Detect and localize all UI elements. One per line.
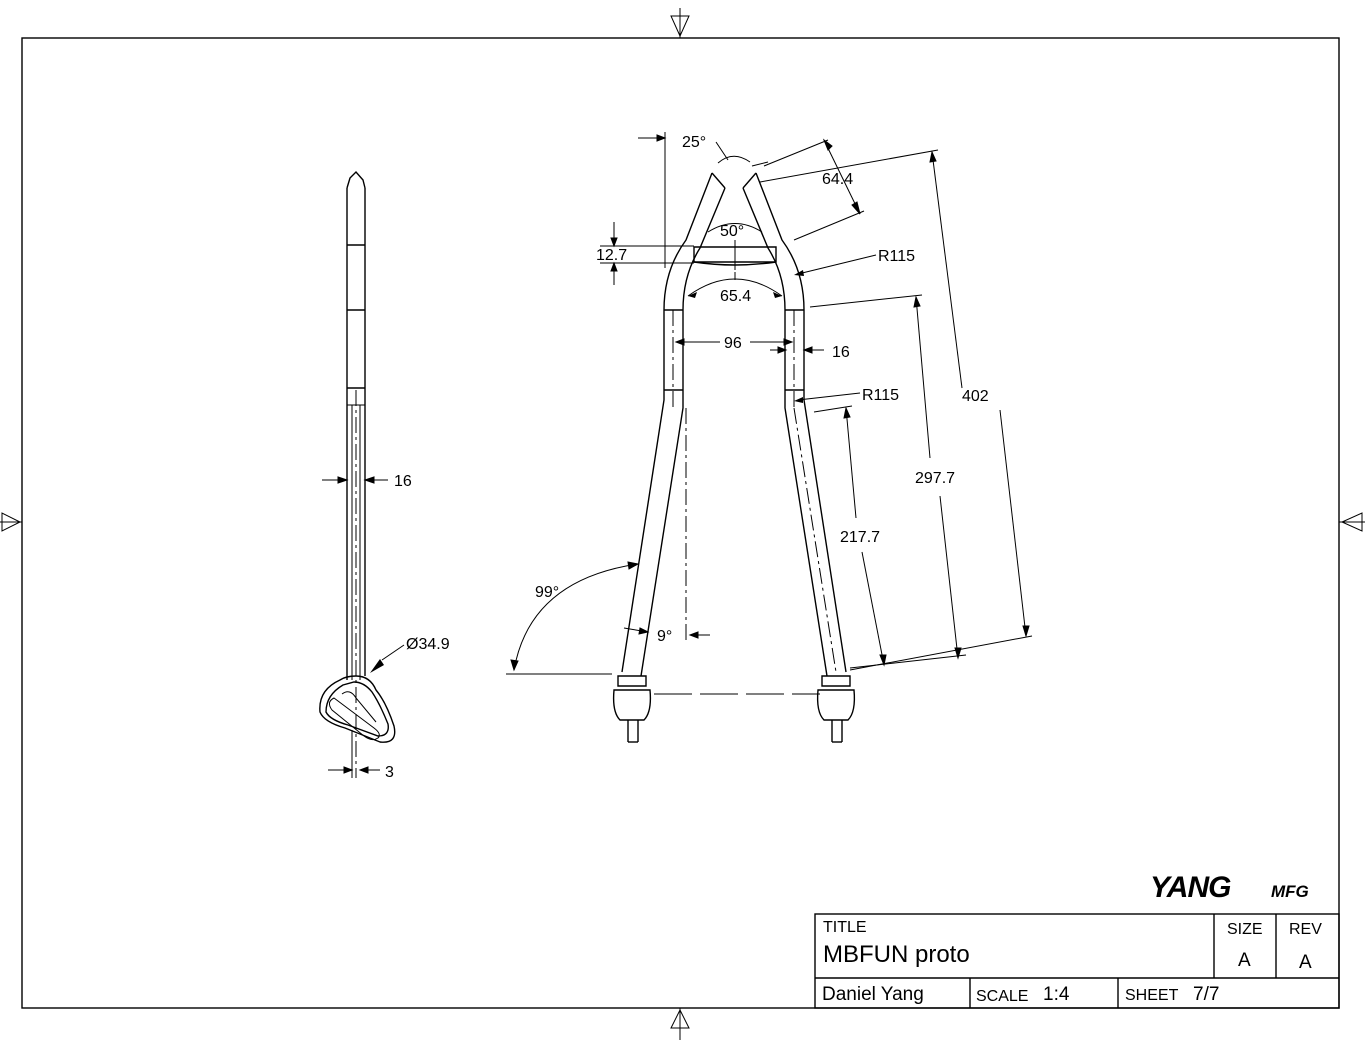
dim-side-offset: 3 (385, 764, 394, 781)
center-mark-right (1339, 512, 1365, 532)
title-block (814, 913, 1340, 1009)
title-value: MBFUN proto (823, 941, 970, 968)
dim-tube-width: 16 (832, 344, 850, 361)
dim-top-length: 64.4 (822, 171, 853, 188)
dim-inner-width: 96 (724, 335, 742, 352)
scale-value: 1:4 (1043, 984, 1070, 1005)
title-label: TITLE (823, 919, 867, 936)
logo-main-text: YANG (1150, 871, 1231, 904)
rev-label: REV (1289, 921, 1322, 938)
dim-radius-lower: R115 (862, 387, 899, 404)
center-mark-left (0, 512, 22, 532)
dim-angle-inner: 50° (720, 223, 744, 240)
dim-angle-tilt: 9° (657, 628, 672, 645)
rev-value: A (1299, 952, 1312, 973)
dim-radius-upper: R115 (878, 248, 915, 265)
dim-arc-chord: 65.4 (720, 288, 751, 305)
size-value: A (1238, 950, 1251, 971)
side-view: 16 Ø34.9 3 (319, 170, 450, 781)
sheet-value: 7/7 (1193, 984, 1219, 1005)
dim-top-offset: 12.7 (596, 247, 627, 264)
dim-angle-top: 25° (682, 134, 706, 151)
author-name: Daniel Yang (822, 984, 924, 1005)
logo-suffix-text: MFG (1271, 882, 1309, 901)
center-mark-bottom (670, 1008, 690, 1040)
sheet-label: SHEET (1125, 987, 1179, 1004)
size-label: SIZE (1227, 921, 1263, 938)
dim-angle-leg: 99° (535, 584, 559, 601)
dim-straight-length: 297.7 (915, 470, 955, 487)
dim-side-diameter: Ø34.9 (406, 636, 450, 653)
dim-overall-length: 402 (962, 388, 989, 405)
dim-side-width: 16 (394, 473, 412, 490)
front-view: 25° 50° 64.4 12.7 65.4 (506, 132, 1033, 743)
drawing-border (21, 37, 1340, 1009)
center-mark-top (670, 8, 690, 38)
dim-lower-length: 217.7 (840, 529, 880, 546)
company-logo: YANG MFG (1150, 871, 1309, 904)
scale-label: SCALE (976, 988, 1028, 1005)
